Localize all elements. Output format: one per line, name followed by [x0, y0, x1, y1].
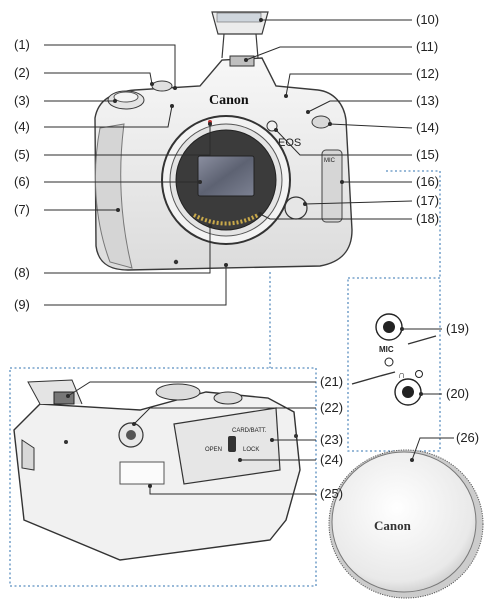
svg-text:MIC: MIC: [324, 158, 336, 164]
callout-3: (3): [14, 93, 30, 108]
callout-8: (8): [14, 265, 30, 280]
lock-label: LOCK: [243, 447, 259, 453]
callout-25: (25): [320, 486, 343, 501]
callout-1: (1): [14, 37, 30, 52]
open-label: OPEN: [205, 447, 222, 453]
terminal-cover: [321, 149, 343, 223]
callout-16: (16): [416, 174, 439, 189]
callout-17: (17): [416, 193, 439, 208]
callout-19: (19): [446, 321, 469, 336]
leader-dots: [66, 18, 423, 488]
body-cap: Canon: [328, 449, 484, 599]
callout-6: (6): [14, 174, 30, 189]
side-dial: [311, 115, 331, 129]
callout-2: (2): [14, 65, 30, 80]
bottom-view-box: [9, 367, 317, 587]
self-timer-lamp: [266, 120, 278, 132]
terminal-detail-box: [347, 277, 441, 452]
callout-4: (4): [14, 119, 30, 134]
callout-21: (21): [320, 374, 343, 389]
card-battery-label: CARD/BATT.: [232, 428, 267, 434]
lens-contacts: [193, 213, 259, 226]
callout-14: (14): [416, 120, 439, 135]
camera-bottom-view: CARD/BATT. OPEN LOCK: [13, 379, 301, 561]
dc-coupler-cord-hole: [119, 461, 165, 485]
callout-7: (7): [14, 202, 30, 217]
callout-12: (12): [416, 66, 439, 81]
mic-terminal-label: MIC: [379, 345, 394, 354]
callout-20: (20): [446, 386, 469, 401]
callout-11: (11): [416, 39, 438, 54]
callout-15: (15): [416, 147, 439, 162]
eos-badge: EOS: [278, 137, 301, 149]
callout-26: (26): [456, 430, 479, 445]
image-sensor: [197, 155, 255, 197]
camera-brand-logo: Canon: [209, 93, 249, 108]
callout-5: (5): [14, 147, 30, 162]
callout-24: (24): [320, 452, 343, 467]
terminal-detail-view: MIC ∩: [351, 313, 437, 406]
callout-22: (22): [320, 400, 343, 415]
callout-18: (18): [416, 211, 439, 226]
terminal-guide-line: [386, 170, 441, 278]
callout-10: (10): [416, 12, 439, 27]
lens-release-button: [284, 196, 308, 220]
callout-23: (23): [320, 432, 343, 447]
cover-release-lever: [228, 436, 236, 452]
camera-grip: [94, 123, 133, 269]
leader-lines: [44, 19, 454, 495]
svg-text:∩: ∩: [398, 370, 405, 381]
main-dial: [151, 80, 173, 92]
body-cap-logo: Canon: [374, 518, 412, 533]
callout-9: (9): [14, 297, 30, 312]
battery-card-cover: [173, 407, 281, 485]
camera-front-view: Canon EOS MIC: [94, 11, 353, 271]
callout-labels: (1) (2) (3) (4) (5) (6) (7) (8) (9) (10)…: [14, 12, 479, 501]
accessory-shoe: [229, 55, 255, 67]
callout-13: (13): [416, 93, 439, 108]
